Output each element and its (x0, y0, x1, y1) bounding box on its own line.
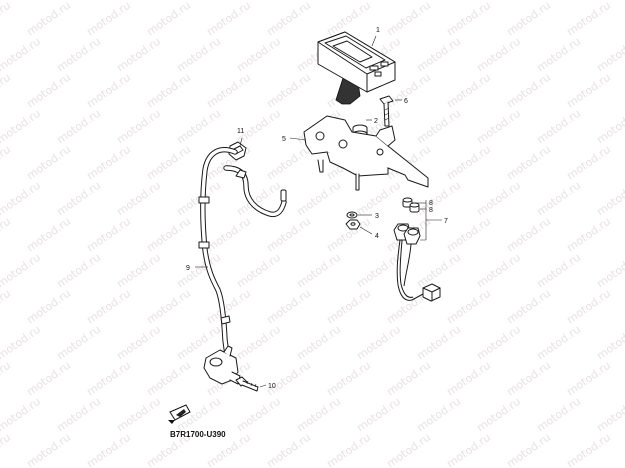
callout-2: 2 (374, 118, 378, 125)
callout-4: 4 (375, 233, 379, 240)
bolt-6 (379, 95, 394, 127)
callout-5: 5 (282, 136, 286, 143)
speed-sensor (203, 345, 241, 385)
bracket-5 (303, 115, 429, 191)
front-arrow-icon (168, 404, 191, 424)
washer-3 (346, 211, 358, 219)
callout-7: 7 (444, 218, 448, 225)
callout-1: 1 (376, 27, 380, 34)
callout-labels: 1 6 2 5 3 4 8 8 7 11 9 10 B7R1700-U390 (170, 27, 448, 439)
bolt-10 (235, 376, 259, 392)
nut-4 (345, 219, 361, 230)
bulb-8-lower (409, 202, 420, 213)
callout-3: 3 (375, 213, 379, 220)
diagram-code: B7R1700-U390 (170, 430, 226, 439)
callout-8-upper: 8 (429, 200, 433, 207)
callout-10: 10 (268, 383, 276, 390)
meter-assembly (317, 31, 396, 105)
callout-9: 9 (186, 265, 190, 272)
callout-6: 6 (404, 98, 408, 105)
callout-8-lower: 8 (429, 207, 433, 214)
callout-11: 11 (237, 128, 244, 135)
socket-harness-7 (393, 223, 441, 302)
sensor-cable-9 (198, 147, 287, 358)
leader-lines (195, 35, 442, 388)
